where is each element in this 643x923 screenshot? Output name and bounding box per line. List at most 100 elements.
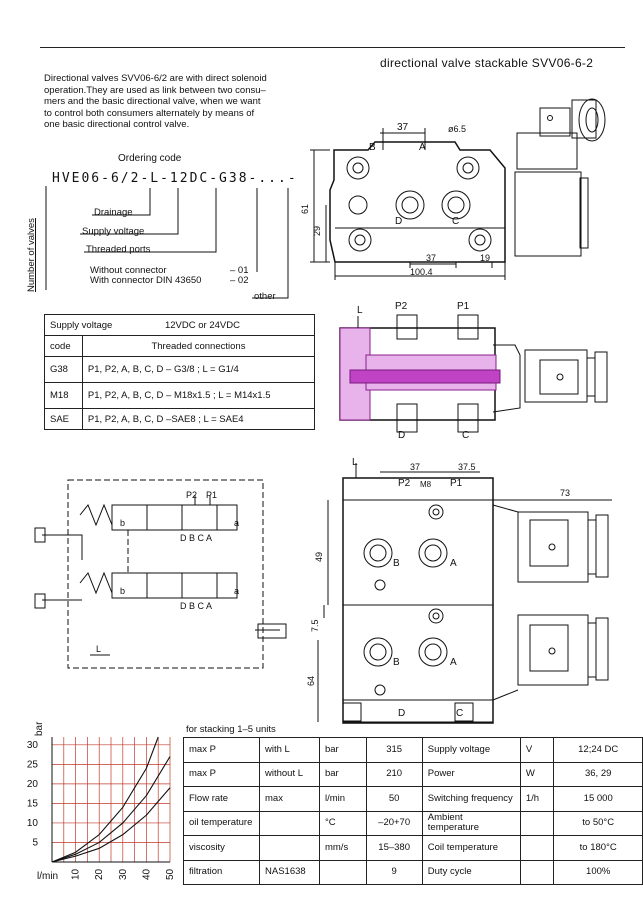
dim-100-4: 100.4 (410, 267, 433, 277)
perf-cell: with L (259, 737, 320, 763)
perf-cell: 15 000 (553, 786, 643, 812)
supply-voltage-label: Supply voltage (82, 226, 145, 237)
row-code: G38 (44, 356, 83, 383)
top-label-A: A (419, 142, 426, 153)
dim-19: 19 (480, 253, 490, 263)
graph-y-tick: 5 (32, 837, 38, 848)
graph-grid (51, 737, 171, 862)
front-dim-37: 37 (410, 462, 420, 472)
perf-cell: –20+70 (365, 810, 423, 836)
perf-cell: 210 (365, 761, 423, 787)
drainage-label: Drainage (94, 207, 133, 218)
perf-cell: NAS1638 (259, 859, 320, 885)
threaded-ports-label: Threaded ports (86, 244, 151, 255)
perf-cell: bar (318, 761, 367, 787)
front-label-L: L (352, 457, 358, 468)
front-dim-37-5: 37.5 (458, 462, 476, 472)
perf-cell (259, 835, 320, 861)
intro-text: Directional valves SVV06-6/2 are with di… (44, 73, 314, 131)
perf-cell: 12;24 DC (553, 737, 643, 763)
intro-line: mers and the basic directional valve, wh… (44, 96, 261, 107)
header-rule (40, 47, 625, 48)
scheme-label-b2: b (120, 586, 125, 596)
scheme-label-a2: a (234, 586, 239, 596)
section-label-D: D (398, 430, 405, 441)
graph-x-tick: 20 (94, 868, 105, 880)
perf-cell: W (519, 761, 555, 787)
top-view (310, 98, 606, 280)
perf-cell: max P (183, 761, 260, 787)
graph-y-tick: 20 (27, 779, 39, 790)
perf-cell: max P (183, 737, 260, 763)
perf-cell: Ambient temperature (421, 810, 521, 836)
perf-cell: max (259, 786, 320, 812)
front-label-B2: B (393, 657, 400, 668)
perf-cell: Supply voltage (421, 737, 521, 763)
perf-cell: 50 (365, 786, 423, 812)
front-label-D: D (398, 708, 405, 719)
graph-y-tick: 25 (27, 759, 39, 770)
threaded-connections-table: Supply voltage 12VDC or 24VDC code Threa… (44, 314, 316, 430)
perf-cell (519, 835, 555, 861)
graph-x-tick: 50 (165, 868, 176, 880)
perf-cell (519, 859, 555, 885)
perf-cell: viscosity (183, 835, 260, 861)
graph-x-tick: 10 (71, 868, 82, 880)
section-view (339, 314, 608, 433)
perf-cell: l/min (318, 786, 367, 812)
dim-37: 37 (397, 122, 409, 133)
dim-6-5: ø6.5 (448, 124, 466, 134)
page-title: directional valve stackable SVV06-6-2 (380, 56, 594, 70)
scheme-label-L: L (96, 644, 101, 654)
perf-cell: 100% (553, 859, 643, 885)
ordering-code: HVE06-6/2-L-12DC-G38-...- (52, 171, 298, 186)
perf-cell: 9 (365, 859, 423, 885)
perf-cell: bar (318, 737, 367, 763)
row-desc: P1, P2, A, B, C, D – G3/8 ; L = G1/4 (81, 356, 316, 383)
scheme-label-dbca-2: D B C A (180, 601, 212, 611)
graph-x-tick: 30 (118, 868, 129, 880)
graph-y-ticks: 5 10 15 20 25 30 (27, 740, 39, 849)
front-label-P1: P1 (450, 478, 463, 489)
perf-cell: V (519, 737, 555, 763)
intro-line: to control both consumers alternately by… (44, 107, 255, 119)
perf-cell: °C (318, 810, 367, 836)
front-view (317, 463, 612, 724)
graph-y-tick: 15 (27, 798, 39, 809)
front-label-M8: M8 (420, 480, 432, 489)
graph-y-tick: 10 (27, 818, 39, 829)
other-label: other (254, 291, 276, 302)
perf-cell: Switching frequency (421, 786, 521, 812)
row-desc: P1, P2, A, B, C, D –SAE8 ; L = SAE4 (81, 408, 316, 430)
graph-y-tick: 30 (27, 740, 39, 751)
scheme-label-dbca-1: D B C A (180, 533, 212, 543)
front-label-B1: B (393, 558, 400, 569)
section-label-C: C (462, 430, 469, 441)
without-connector-label: Without connector (90, 265, 167, 276)
front-dim-73: 73 (560, 488, 570, 498)
scheme-label-P1: P1 (206, 490, 217, 500)
supply-label: Supply voltage (50, 319, 113, 331)
perf-cell: to 180°C (553, 835, 643, 861)
perf-cell: 1/h (519, 786, 555, 812)
graph-lines (51, 736, 171, 863)
graph-series-line (51, 787, 171, 863)
front-dim-64: 64 (306, 676, 316, 686)
perf-cell: oil temperature (183, 810, 260, 836)
intro-line: operation.They are used as link between … (44, 84, 266, 96)
stacking-note: for stacking 1–5 units (186, 724, 276, 735)
graph-series-line (51, 736, 159, 863)
perf-cell: mm/s (318, 835, 367, 861)
intro-line: one basic directional control valve. (44, 119, 190, 130)
front-label-C: C (456, 708, 463, 719)
dim-61: 61 (300, 204, 310, 214)
perf-cell: Duty cycle (421, 859, 521, 885)
front-dim-49: 49 (314, 552, 324, 562)
section-label-P2: P2 (395, 301, 408, 312)
without-connector-code: – 01 (230, 265, 249, 276)
section-label-L: L (357, 305, 363, 316)
